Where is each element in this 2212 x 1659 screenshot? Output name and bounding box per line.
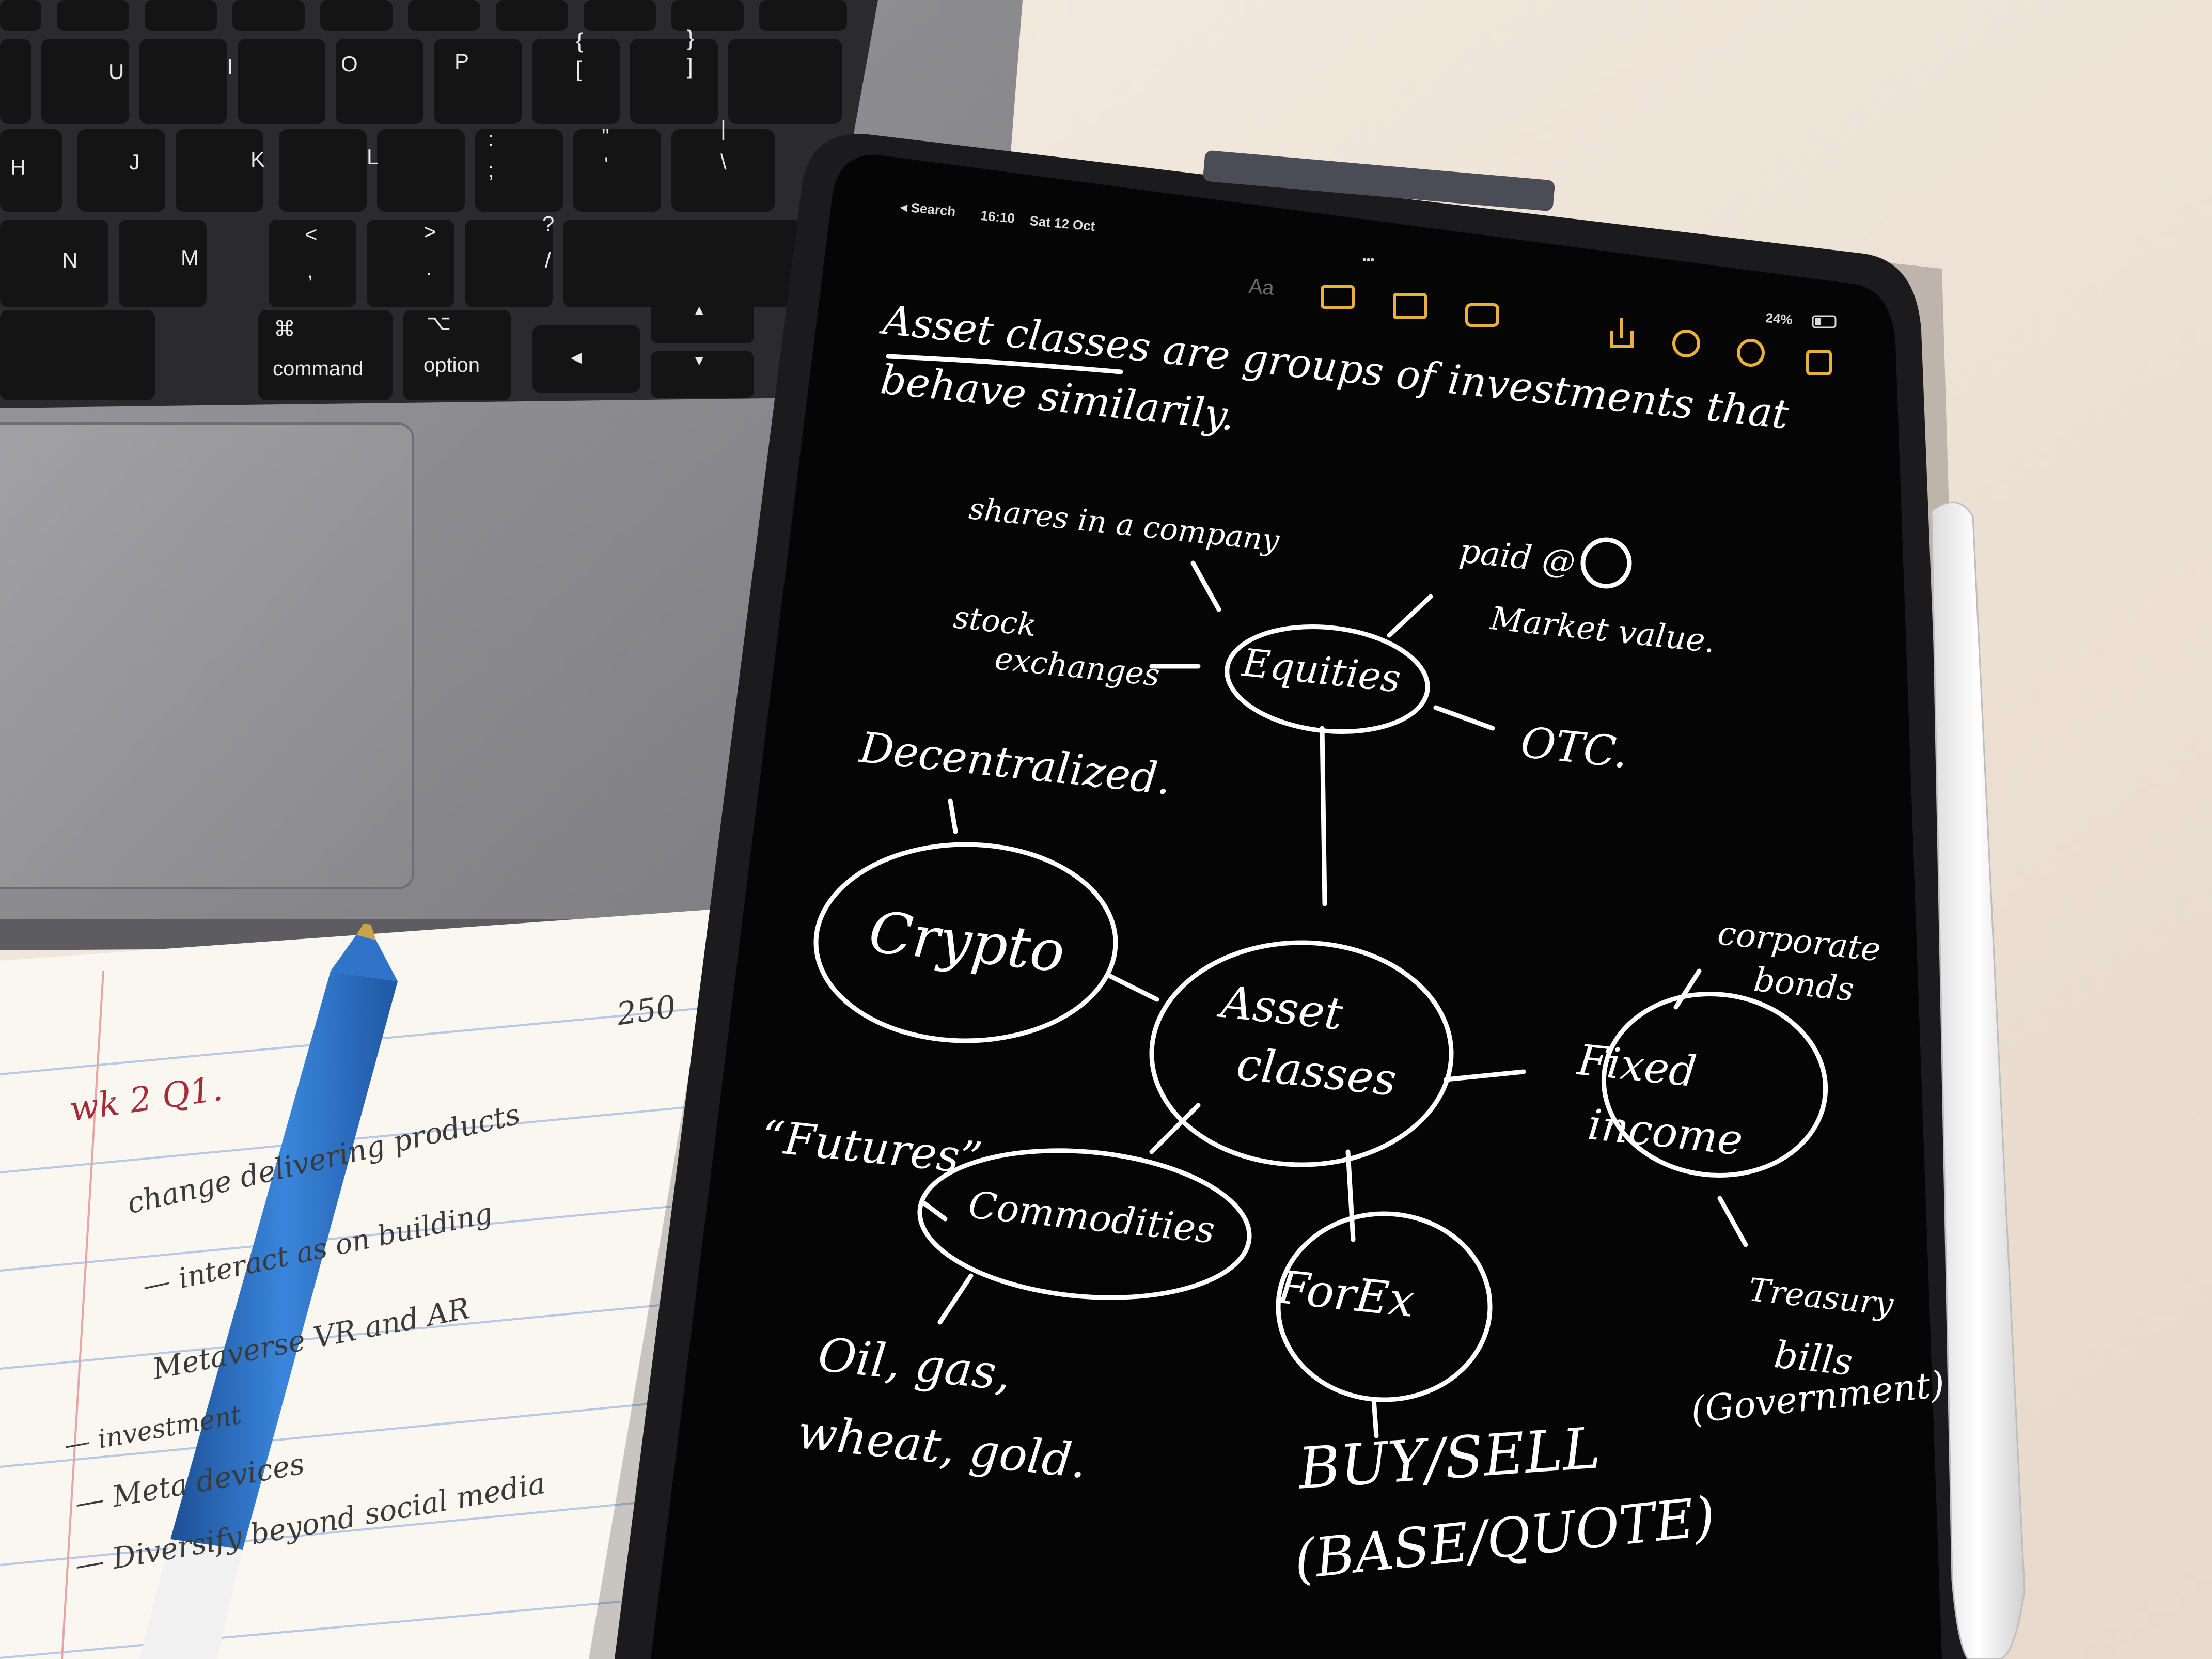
- key-comma: ,: [307, 258, 313, 283]
- markup-icon: [1672, 330, 1700, 357]
- trackpad: [0, 422, 414, 889]
- ipad-case-tab: [1203, 150, 1555, 211]
- status-battery: 24%: [1765, 310, 1793, 328]
- command-key-symbol: ⌘: [274, 317, 295, 341]
- paper-margin: [61, 971, 104, 1659]
- key-i: I: [227, 54, 233, 79]
- status-time: 16:10: [980, 208, 1016, 226]
- apple-pencil: [1931, 501, 2026, 1659]
- key-brace-close: }: [687, 26, 695, 50]
- key-less-than: <: [305, 222, 318, 246]
- key-semicolon: ;: [488, 158, 494, 182]
- key-slash: /: [545, 248, 551, 272]
- more-icon: [1737, 339, 1765, 367]
- key-h: H: [10, 155, 26, 179]
- key-quote: ": [602, 124, 609, 148]
- key-pipe: |: [720, 116, 726, 140]
- key-backslash: \: [720, 150, 727, 174]
- key-period: .: [426, 256, 432, 280]
- compose-icon: [1806, 350, 1832, 375]
- paper-sheet: [0, 909, 718, 1659]
- arrow-up-key: ▲: [692, 302, 707, 318]
- key-brace-open: {: [576, 28, 584, 53]
- key-bracket-open: [: [576, 57, 582, 81]
- key-k: K: [250, 147, 265, 171]
- share-icon: [1610, 318, 1634, 348]
- key-question: ?: [542, 212, 555, 236]
- keyboard-keys: [0, 0, 847, 400]
- key-colon: :: [488, 127, 494, 151]
- key-p: P: [454, 49, 469, 73]
- format-text-button: Aa: [1248, 275, 1275, 300]
- mind-map-strokes: [813, 354, 1828, 1438]
- key-u: U: [108, 59, 124, 84]
- checklist-icon: [1321, 285, 1355, 309]
- option-key-symbol: ⌥: [426, 310, 451, 335]
- arrow-down-key: ▼: [692, 352, 707, 368]
- key-o: O: [341, 52, 358, 76]
- battery-icon: [1812, 315, 1837, 328]
- key-n: N: [62, 248, 78, 272]
- option-key-label: option: [423, 354, 480, 377]
- key-m: M: [181, 245, 199, 270]
- ipad-screen: [651, 154, 1942, 1659]
- key-l: L: [367, 145, 379, 169]
- arrow-left-key: ◀: [571, 349, 582, 365]
- blue-pen: [139, 924, 398, 1659]
- camera-icon: [1465, 303, 1499, 327]
- notes-toolbar-icons: [1321, 285, 1832, 375]
- table-icon: [1393, 293, 1427, 319]
- key-j: J: [129, 150, 140, 174]
- key-greater-than: >: [423, 220, 436, 244]
- key-bracket-close: ]: [687, 54, 693, 79]
- key-apostrophe: ': [604, 152, 609, 177]
- toolbar-more-dots: •••: [1362, 253, 1375, 266]
- command-key-label: command: [273, 357, 364, 380]
